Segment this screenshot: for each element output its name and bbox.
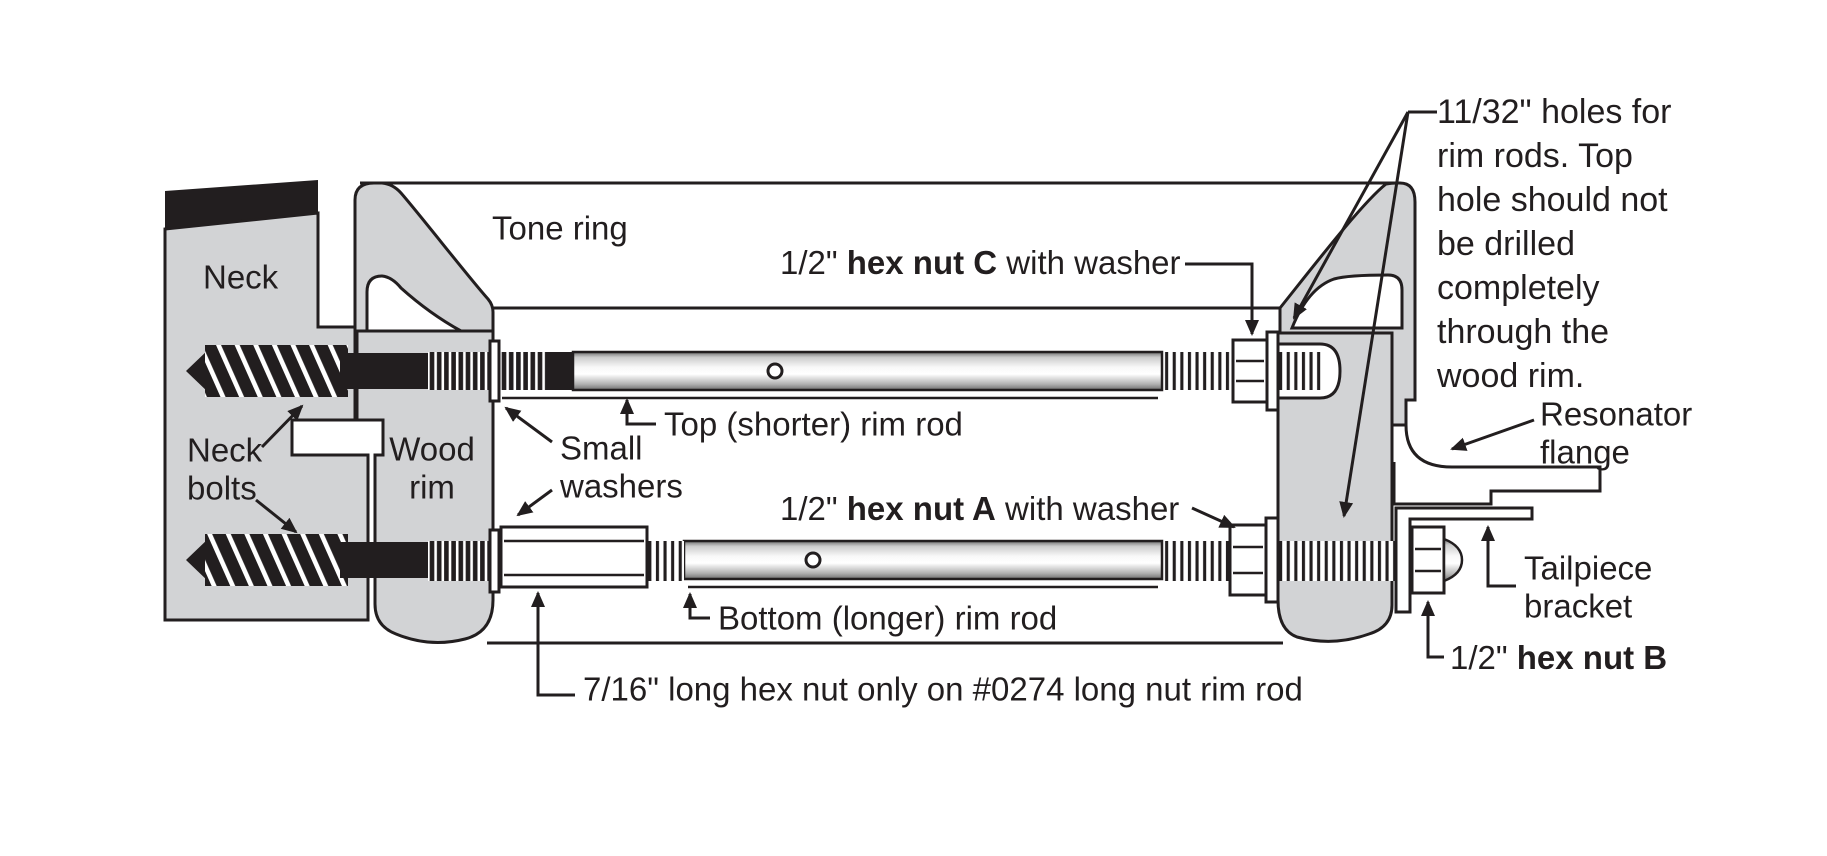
neck-bolt-bottom-shank — [340, 542, 430, 578]
tailpiece-bracket-shape — [1394, 506, 1534, 614]
hex-nut-a-label: 1/2" hex nut A with washer — [780, 490, 1179, 527]
hex-nut-c-label: 1/2" hex nut C with washer — [780, 244, 1181, 281]
tailpiece-bracket-label-line1: Tailpiece — [1524, 550, 1652, 587]
holes-note-line3: hole should not — [1437, 181, 1668, 219]
holes-note-arrow-top — [1292, 111, 1410, 320]
small-washer-top — [488, 339, 501, 403]
neck-bolts-label-line2: bolts — [187, 470, 257, 507]
small-washers-label-line1: Small — [560, 430, 643, 467]
holes-note-line1: 11/32" holes for — [1437, 93, 1671, 131]
holes-note-line6: through the — [1437, 313, 1609, 351]
top-rod-shaft — [571, 350, 1164, 392]
small-washers-arrow-bottom — [516, 488, 553, 517]
neck-label: Neck — [203, 259, 279, 296]
hex-nut-c — [1231, 338, 1269, 404]
tailpiece-bracket-leader — [1481, 525, 1516, 588]
top-rod-hole — [766, 362, 784, 380]
top-rod-leader — [620, 398, 656, 426]
wood-rim-label-line2: rim — [409, 469, 455, 506]
resonator-flange-outline — [1392, 424, 1602, 506]
holes-note-line7: wood rim. — [1436, 357, 1584, 395]
hex-nut-b-bold: hex nut B — [1517, 639, 1667, 676]
small-washer-bottom — [488, 528, 501, 594]
bottom-rod-hole — [804, 551, 822, 569]
holes-note-line4: be drilled — [1437, 225, 1575, 263]
small-washers-arrow-top — [504, 406, 553, 444]
neck-bolt-top-shank — [340, 353, 430, 389]
hex-nut-a-arrow — [1191, 506, 1236, 529]
neck-bolt-top-machine-threads — [428, 352, 546, 390]
wood-rim-label-line1: Wood — [389, 431, 475, 468]
hex-nut-b-shape — [1410, 525, 1446, 595]
neck-bolts-arrow-bottom — [255, 498, 298, 534]
hex-nut-c-post: with washer — [997, 244, 1180, 281]
hex-nut-b-leader — [1421, 600, 1444, 659]
holes-note-line2: rim rods. Top — [1437, 137, 1633, 175]
long-nut-leader — [531, 591, 575, 697]
resonator-flange-label-line1: Resonator — [1540, 396, 1692, 433]
hex-nut-a-bold: hex nut A — [847, 490, 996, 527]
neck-bolt-top-tip — [186, 348, 210, 394]
neck-bolt-bottom-wood-threads — [205, 534, 348, 586]
holes-note-block: 11/32" holes for rim rods. Top hole shou… — [1436, 93, 1671, 395]
small-washers-label-line2: washers — [559, 468, 683, 505]
bottom-rod-shaft — [682, 539, 1164, 581]
hex-nut-b-pre: 1/2" — [1450, 639, 1517, 676]
hex-nut-c-pre: 1/2" — [780, 244, 847, 281]
neck-bolt-top-wood-threads — [205, 345, 348, 397]
tone-ring-label: Tone ring — [492, 210, 628, 247]
hex-nut-b-label: 1/2" hex nut B — [1450, 639, 1667, 676]
bottom-rim-rod-label: Bottom (longer) rim rod — [718, 600, 1057, 637]
hex-nut-c-bold: hex nut C — [847, 244, 997, 281]
bottom-rod-mid-threads — [647, 541, 684, 581]
neck-bolt-bottom-tip — [186, 537, 210, 583]
top-rim-rod-label: Top (shorter) rim rod — [664, 406, 963, 443]
resonator-flange-fill — [1394, 467, 1600, 504]
resonator-flange-arrow — [1450, 418, 1535, 451]
bottom-rim-rod-assembly — [186, 506, 1534, 614]
hex-nut-a — [1228, 523, 1268, 597]
washer-a — [1264, 516, 1280, 604]
top-rim-rod-assembly — [186, 330, 1342, 412]
top-rod-collar — [546, 352, 573, 390]
holes-note-line5: completely — [1437, 269, 1600, 307]
neck-bolts-arrow-top — [260, 404, 304, 449]
tailpiece-bracket-label-line2: bracket — [1524, 588, 1632, 625]
resonator-flange-label-line2: flange — [1540, 434, 1630, 471]
rim-cap-arch-left — [365, 274, 462, 333]
neck-bolts-label-line1: Neck — [187, 432, 263, 469]
washer-c — [1265, 330, 1280, 412]
holes-note-arrow-bottom — [1339, 111, 1410, 518]
hex-nut-a-pre: 1/2" — [780, 490, 847, 527]
long-nut-note: 7/16" long hex nut only on #0274 long nu… — [583, 671, 1303, 708]
neck-bolt-bottom-machine-threads — [428, 541, 490, 581]
long-hex-nut — [499, 525, 649, 589]
bottom-rod-leader — [683, 592, 710, 620]
bottom-rod-dome-end — [1442, 537, 1464, 583]
hex-nut-c-leader — [1185, 262, 1259, 336]
hex-nut-a-post: with washer — [996, 490, 1179, 527]
